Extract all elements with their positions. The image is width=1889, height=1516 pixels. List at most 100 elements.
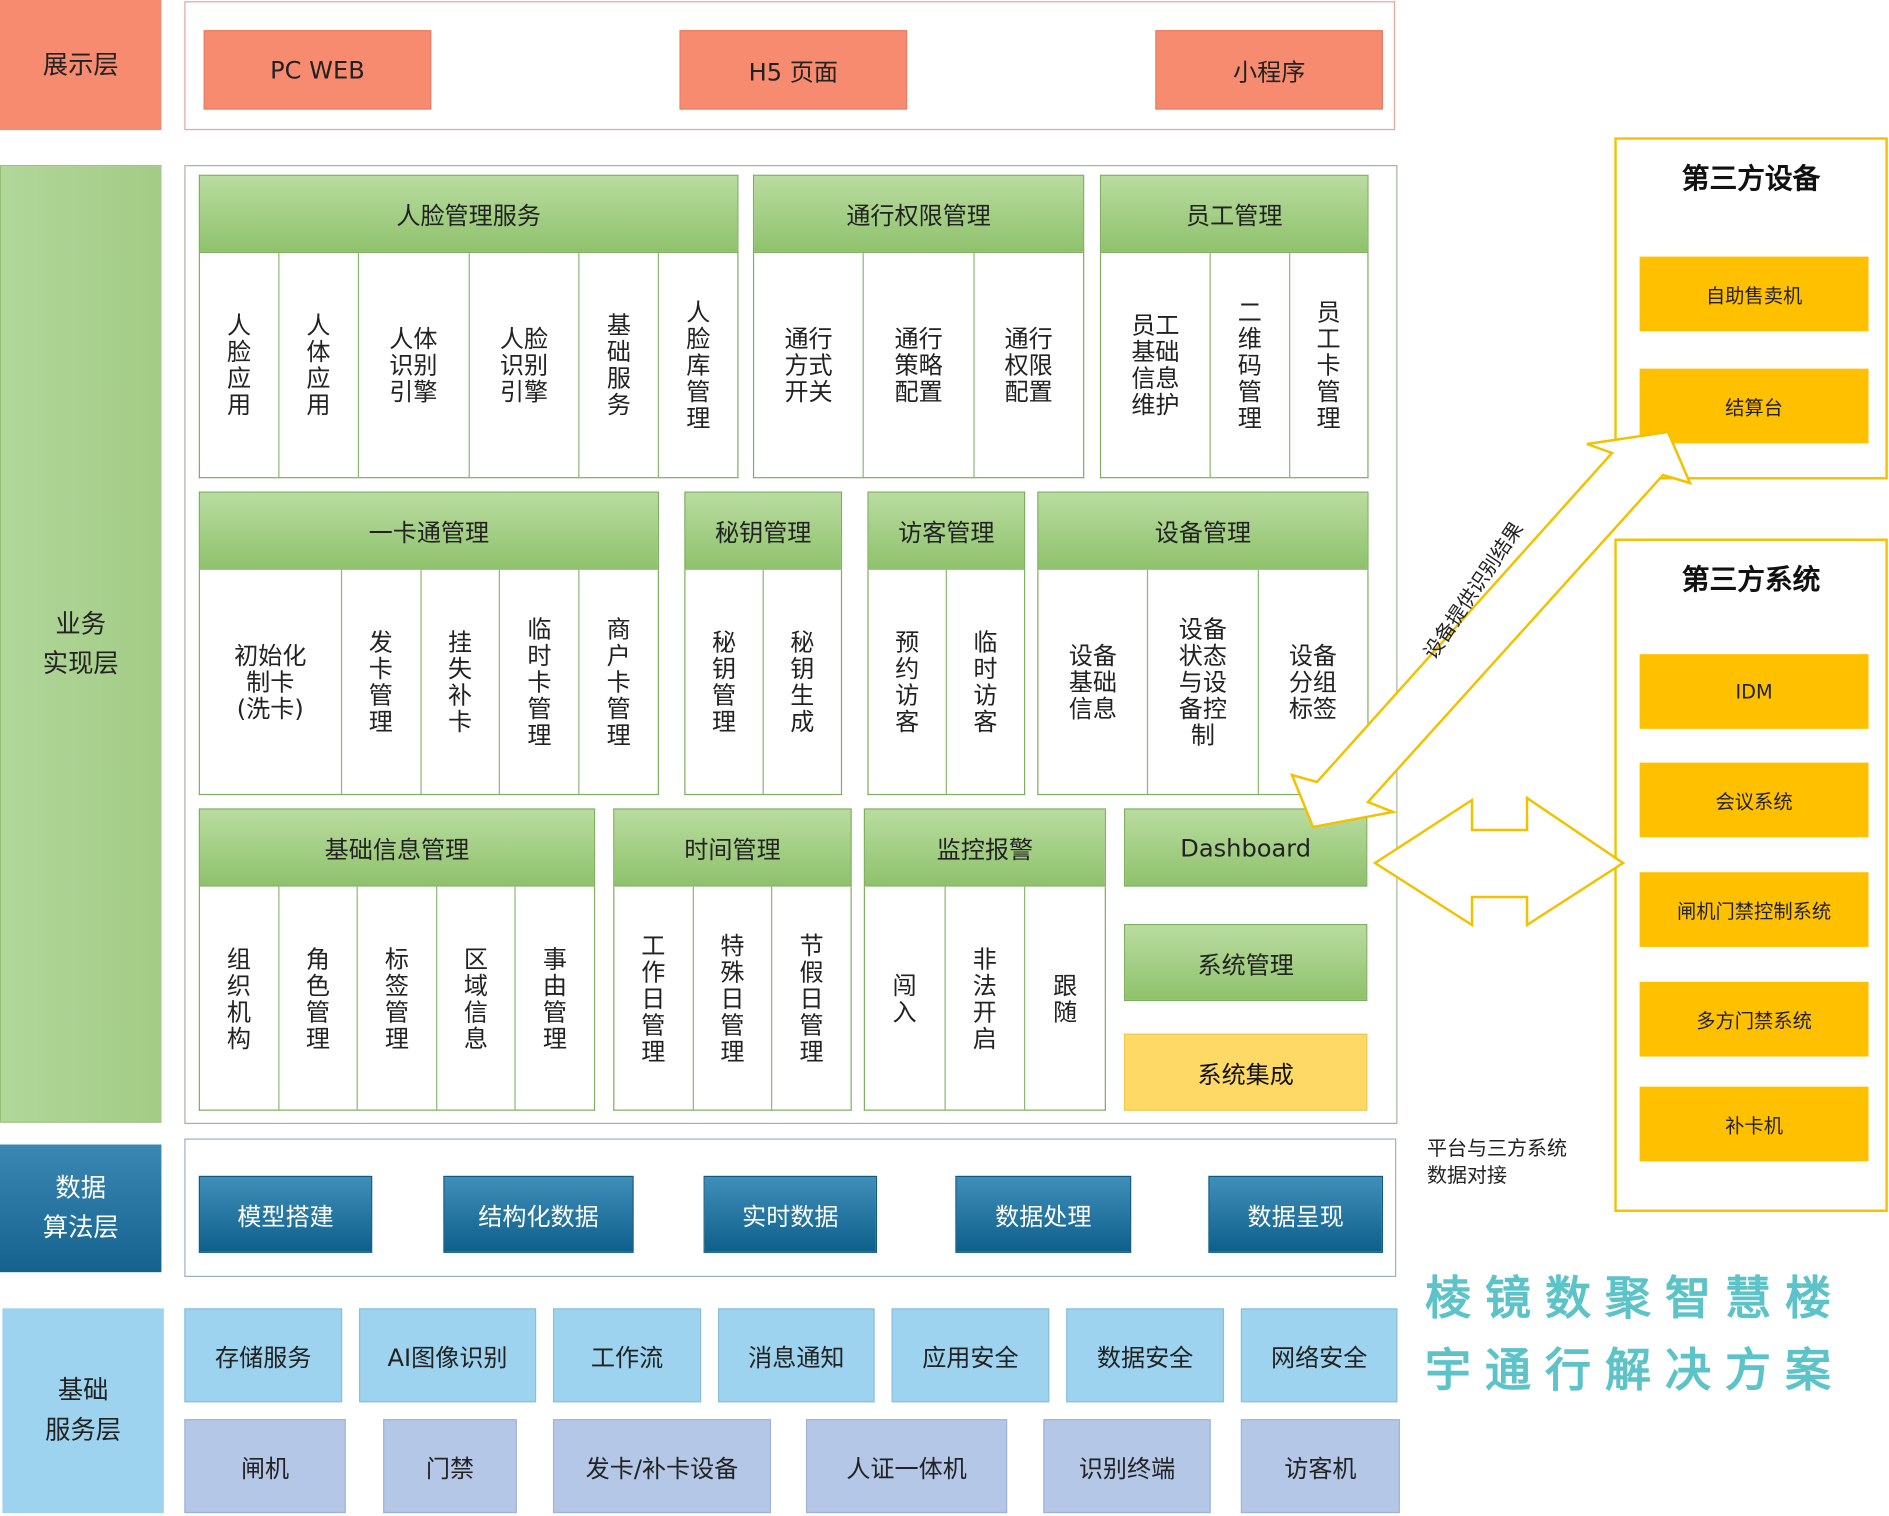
- module-header[interactable]: 人脸管理服务: [198, 174, 739, 253]
- data-item-box[interactable]: 模型搭建: [198, 1175, 373, 1253]
- module-item[interactable]: 初始化制卡(洗卡): [200, 569, 342, 794]
- item-text-line: 卡: [1316, 350, 1341, 380]
- module-item[interactable]: 特殊日管理: [694, 886, 773, 1110]
- module-item[interactable]: 事由管理: [516, 887, 594, 1110]
- base-service-box[interactable]: 消息通知: [718, 1308, 875, 1403]
- data-item-box[interactable]: 实时数据: [703, 1175, 878, 1253]
- base-service-box[interactable]: 存储服务: [184, 1308, 343, 1403]
- module-item[interactable]: 通行方式开关: [754, 252, 865, 478]
- third-party-system-box[interactable]: 补卡机: [1639, 1086, 1869, 1162]
- module-item[interactable]: 设备基础信息: [1038, 569, 1149, 794]
- module-item[interactable]: 基础服务: [580, 252, 660, 478]
- base-device-box[interactable]: 访客机: [1240, 1419, 1400, 1514]
- third-party-system-box[interactable]: IDM: [1639, 654, 1869, 729]
- module-item[interactable]: 员工基础信息维护: [1101, 252, 1211, 478]
- system-integration-box[interactable]: 系统集成: [1124, 1033, 1368, 1111]
- module-item[interactable]: 标签管理: [358, 886, 438, 1110]
- third-party-device-box[interactable]: 结算台: [1639, 368, 1869, 444]
- module-item[interactable]: 工作日管理: [614, 886, 694, 1110]
- module-item[interactable]: 组织机构: [200, 886, 280, 1110]
- h5-page-box[interactable]: H5 页面: [679, 30, 908, 110]
- label: 会议系统: [1715, 790, 1793, 814]
- pc-web-box[interactable]: PC WEB: [203, 30, 432, 110]
- item-text-line: 信息: [1068, 693, 1117, 723]
- module-item[interactable]: 临时访客: [947, 570, 1024, 794]
- module-item[interactable]: 人脸识别引擎: [469, 252, 580, 478]
- module-header[interactable]: 秘钥管理: [684, 491, 843, 570]
- item-text-line: 通行: [894, 324, 943, 353]
- item-text-line: 访: [973, 680, 998, 710]
- item-text-line: 客: [973, 707, 998, 737]
- module-header[interactable]: 时间管理: [613, 808, 852, 887]
- base-device-box[interactable]: 识别终端: [1043, 1419, 1211, 1514]
- module-header[interactable]: 设备管理: [1037, 491, 1369, 570]
- base-device-box[interactable]: 发卡/补卡设备: [552, 1419, 772, 1514]
- data-frame: [184, 1138, 1397, 1278]
- module-item[interactable]: 通行策略配置: [864, 252, 975, 478]
- module-header[interactable]: 基础信息管理: [198, 808, 596, 887]
- base-service-box[interactable]: 工作流: [552, 1308, 702, 1403]
- module-header[interactable]: 访客管理: [867, 491, 1026, 570]
- module-header[interactable]: 监控报警: [863, 808, 1106, 887]
- label: 消息通知: [748, 1342, 845, 1372]
- module-item[interactable]: 节假日管理: [773, 887, 851, 1110]
- module-item[interactable]: 通行权限配置: [974, 253, 1083, 477]
- module-item[interactable]: 员工卡管理: [1290, 253, 1368, 477]
- data-item-box[interactable]: 数据处理: [955, 1175, 1132, 1253]
- item-text-line: 理: [711, 707, 737, 737]
- item-text-line: 标: [384, 943, 409, 973]
- data-item-box[interactable]: 数据呈现: [1208, 1175, 1384, 1253]
- module-item[interactable]: 临时卡管理: [500, 569, 580, 794]
- module-header[interactable]: 通行权限管理: [752, 174, 1085, 253]
- module-item[interactable]: 发卡管理: [342, 569, 422, 794]
- item-text-line: 通行: [1004, 324, 1053, 353]
- item-text-line: 非: [972, 943, 997, 973]
- item-text-line: 通行: [784, 324, 833, 353]
- module-item[interactable]: 区域信息: [437, 886, 517, 1110]
- system-management-box[interactable]: 系统管理: [1124, 924, 1368, 1002]
- module-item[interactable]: 人体应用: [279, 252, 359, 478]
- module-item[interactable]: 二维码管理: [1211, 252, 1290, 478]
- third-party-system-box[interactable]: 多方门禁系统: [1639, 981, 1869, 1057]
- module-header[interactable]: 一卡通管理: [198, 491, 659, 570]
- mini-program-box[interactable]: 小程序: [1155, 30, 1384, 110]
- module-item[interactable]: 秘钥管理: [685, 569, 764, 794]
- module-body: 秘钥管理秘钥生成: [684, 569, 843, 796]
- base-service-box[interactable]: 应用安全: [891, 1308, 1050, 1403]
- base-device-box[interactable]: 人证一体机: [805, 1419, 1008, 1514]
- module-item[interactable]: 设备分组标签: [1259, 570, 1368, 794]
- data-item-box[interactable]: 结构化数据: [443, 1175, 634, 1253]
- module-item[interactable]: 人脸库管理: [659, 253, 737, 477]
- module-item[interactable]: 设备状态与设备控制: [1148, 569, 1259, 794]
- module-header[interactable]: 员工管理: [1099, 174, 1369, 253]
- module-item[interactable]: 跟随: [1026, 887, 1105, 1110]
- item-text-line: 人: [306, 310, 331, 340]
- module-item[interactable]: 人脸应用: [200, 252, 280, 478]
- module-item[interactable]: 商户卡管理: [580, 570, 658, 794]
- base-device-box[interactable]: 闸机: [184, 1419, 346, 1514]
- layer-label: 基础: [57, 1375, 109, 1405]
- module-item[interactable]: 闯入: [865, 886, 946, 1110]
- base-service-box[interactable]: 网络安全: [1240, 1308, 1398, 1403]
- dashboard-box[interactable]: Dashboard: [1124, 808, 1368, 887]
- item-text-line: 制卡: [246, 667, 295, 697]
- base-service-box[interactable]: AI图像识别: [359, 1308, 537, 1403]
- module-item[interactable]: 预约访客: [869, 569, 947, 794]
- third-party-device-box[interactable]: 自助售卖机: [1639, 256, 1869, 332]
- base-device-box[interactable]: 门禁: [383, 1419, 517, 1514]
- item-text-line: 失: [448, 654, 473, 684]
- module-item[interactable]: 非法开启: [945, 886, 1026, 1110]
- item-text-line: 维护: [1131, 390, 1180, 420]
- third-party-system-box[interactable]: 会议系统: [1639, 762, 1869, 838]
- item-text-line: 配置: [1004, 377, 1053, 406]
- item-text-line: 理: [1237, 403, 1262, 433]
- third-party-system-box[interactable]: 闸机门禁控制系统: [1639, 872, 1869, 947]
- base-service-box[interactable]: 数据安全: [1066, 1308, 1224, 1403]
- item-text-line: 理: [527, 720, 552, 750]
- module-item[interactable]: 秘钥生成: [764, 570, 841, 794]
- module-item[interactable]: 人体识别引擎: [359, 252, 470, 478]
- module-item[interactable]: 角色管理: [279, 886, 359, 1110]
- item-text-line: 访: [895, 680, 920, 710]
- item-text-line: 理: [384, 1023, 409, 1053]
- module-item[interactable]: 挂失补卡: [421, 569, 501, 794]
